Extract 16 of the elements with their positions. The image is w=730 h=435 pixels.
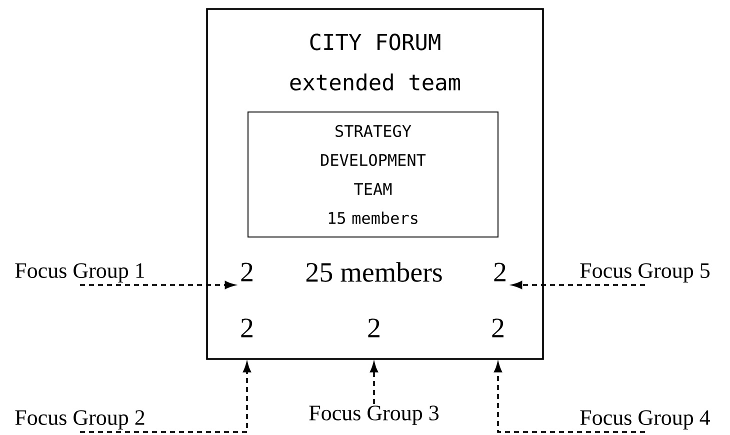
member-count: 2 — [241, 262, 252, 282]
group-label: Focus Group 3 — [309, 406, 439, 425]
group-label: Focus Group 2 — [15, 410, 144, 430]
group-label: Focus Group 5 — [580, 263, 710, 282]
sub-team-box: STRATEGY DEVELOPMENT TEAM 15 members — [248, 112, 498, 238]
arrow — [80, 281, 235, 289]
arrow — [370, 362, 378, 404]
arrow — [80, 362, 251, 433]
member-count: 2 — [368, 318, 380, 338]
group-label: Focus Group 1 — [15, 263, 144, 282]
arrow — [512, 281, 645, 289]
member-count: 2 — [241, 318, 252, 338]
arrow — [494, 362, 645, 433]
member-count: 2 — [492, 318, 504, 338]
group-label: Focus Group 4 — [580, 410, 710, 430]
member-count: 2 — [494, 262, 506, 282]
